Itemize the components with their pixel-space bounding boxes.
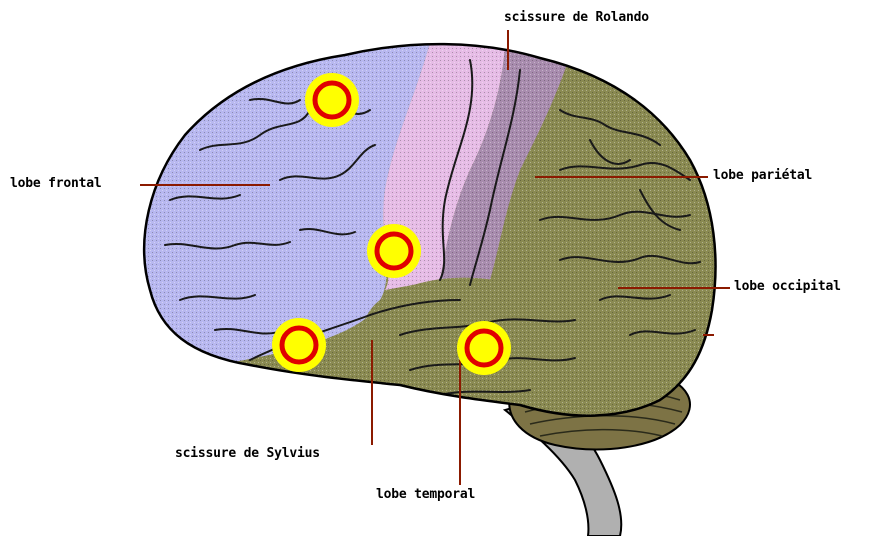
- label-scissure-rolando: scissure de Rolando: [504, 10, 649, 25]
- marker-frontal-bottom: [272, 318, 326, 372]
- label-lobe-temporal: lobe temporal: [376, 487, 475, 502]
- marker-frontal-top: [305, 73, 359, 127]
- marker-center: [367, 224, 421, 278]
- marker-temporal: [457, 321, 511, 375]
- label-lobe-frontal: lobe frontal: [10, 176, 102, 191]
- label-lobe-parietal: lobe pariétal: [713, 168, 812, 183]
- label-scissure-sylvius: scissure de Sylvius: [175, 446, 320, 461]
- label-lobe-occipital: lobe occipital: [734, 279, 841, 294]
